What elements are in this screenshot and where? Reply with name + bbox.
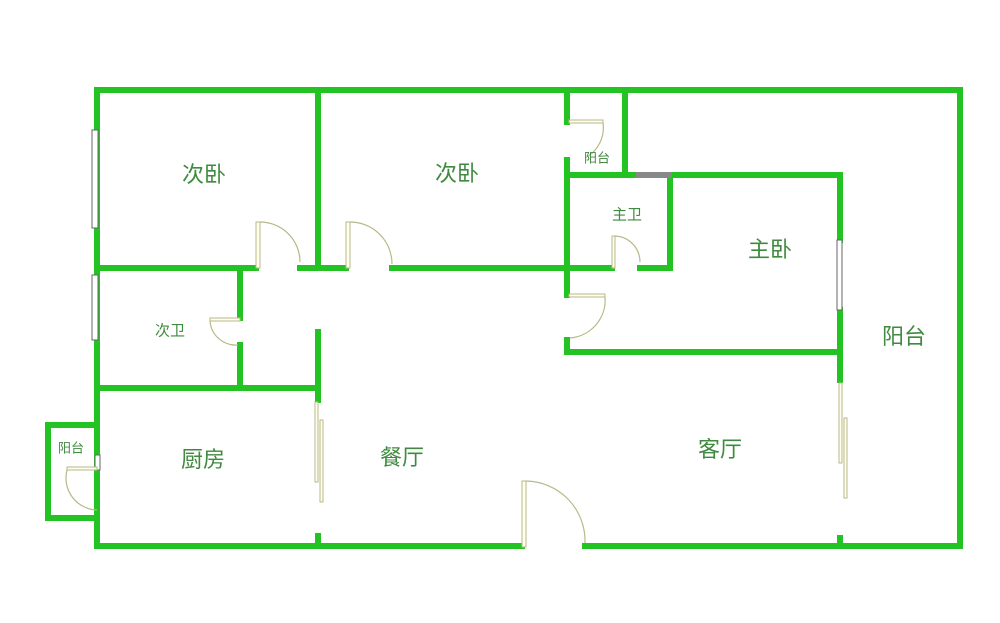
window-bath-left: [91, 274, 99, 341]
windows: [91, 129, 843, 471]
room-label-bedroom-2a: 次卧: [181, 163, 227, 188]
room-label-dining-room: 餐厅: [379, 446, 425, 471]
room-label-kitchen: 厨房: [180, 448, 226, 473]
room-label-second-bath: 次卫: [154, 321, 186, 340]
window-master-bedroom: [836, 239, 843, 311]
room-label-master-bath: 主卫: [611, 205, 643, 224]
room-label-balcony-left: 阳台: [57, 441, 85, 457]
window-master-bath: [636, 172, 672, 178]
room-label-balcony-large: 阳台: [881, 325, 927, 350]
doors: [65, 119, 848, 548]
room-label-master-bedroom: 主卧: [747, 238, 793, 263]
walls: [45, 87, 963, 549]
room-label-living-room: 客厅: [697, 438, 743, 463]
window-bedroom-left: [91, 129, 99, 229]
room-label-balcony-small-top: 阳台: [583, 151, 611, 167]
room-label-bedroom-2b: 次卧: [434, 162, 480, 187]
